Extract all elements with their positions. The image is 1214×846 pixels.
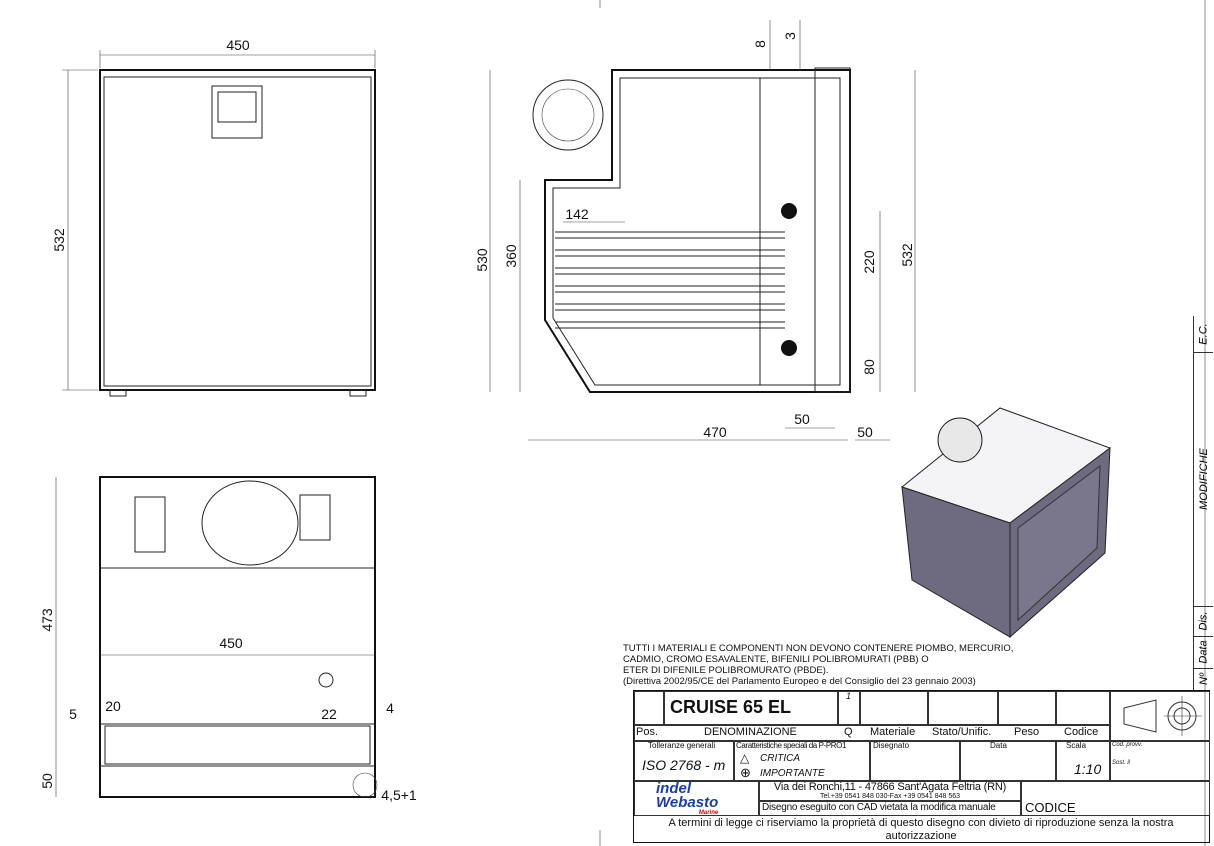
header-stato: Stato/Unific. — [932, 726, 992, 738]
dim-top-4: 4 — [386, 700, 394, 716]
rev-dis: Dis. — [1194, 606, 1213, 637]
rev-modifiche: MODIFICHE — [1194, 352, 1213, 607]
copyright-notice: A termini di legge ci riserviamo la prop… — [668, 817, 1174, 842]
cad-note: Disegno eseguito con CAD vietata la modi… — [762, 802, 996, 813]
tolleranze-label: Tolleranze generali — [648, 741, 716, 750]
isometric-view — [900, 407, 1112, 639]
front-view: 450 532 — [51, 37, 376, 397]
codice-label: CODICE — [1025, 800, 1076, 815]
dim-top-450: 450 — [219, 635, 243, 651]
dim-side-3: 3 — [782, 32, 798, 40]
revision-column: E.C. MODIFICHE Dis. Data Nº — [1193, 316, 1213, 690]
dim-side-80: 80 — [861, 359, 877, 375]
disegnato-label: Disegnato — [873, 741, 910, 750]
projection-symbol-icon — [1123, 696, 1202, 736]
header-pos: Pos. — [636, 726, 659, 738]
dim-side-532: 532 — [899, 243, 915, 267]
dim-top-20: 20 — [105, 698, 121, 714]
company-phone: Tel.+39 0541 848 030-Fax +39 0541 848 56… — [819, 793, 961, 800]
side-view: 8 3 142 360 530 220 532 80 470 50 50 — [474, 20, 916, 441]
dim-side-530: 530 — [474, 248, 490, 272]
dim-front-width: 450 — [226, 37, 250, 53]
dim-side-50a: 50 — [794, 411, 810, 427]
drawing-title: CRUISE 65 EL — [670, 697, 792, 717]
note-line: ETER DI DIFENILE POLIBROMURATO (PBDE). — [623, 665, 829, 676]
dim-side-220: 220 — [861, 250, 877, 274]
rev-ec: E.C. — [1194, 316, 1213, 353]
dim-top-473: 473 — [39, 608, 55, 632]
dim-top-5: 5 — [69, 706, 77, 722]
importante-label: IMPORTANTE — [760, 768, 825, 779]
header-denominazione: DENOMINAZIONE — [704, 726, 797, 738]
critica-label: CRITICA — [760, 753, 800, 764]
header-codice: Codice — [1064, 726, 1099, 738]
dim-side-470: 470 — [703, 424, 727, 440]
scala-value: 1:10 — [1074, 761, 1102, 777]
critica-icon: △ — [740, 751, 750, 765]
header-materiale: Materiale — [870, 726, 916, 738]
title-block: CRUISE 65 EL 1 Pos. DENOMINAZIONE Q Mate… — [633, 690, 1210, 843]
note-line: TUTTI I MATERIALI E COMPONENTI NON DEVON… — [623, 643, 1014, 654]
rev-data: Data — [1194, 636, 1213, 669]
note-line: (Direttiva 2002/95/CE del Parlamento Eur… — [623, 676, 976, 687]
company-address: Via dei Ronchi,11 - 47866 Sant'Agata Fel… — [773, 781, 1007, 793]
cod-prov-label: Cod. provv. — [1112, 742, 1143, 748]
dim-side-360: 360 — [503, 244, 519, 268]
caratteristiche-label: Caratteristiche speciali da P-PRO1 — [736, 741, 847, 750]
header-q: Q — [844, 726, 853, 738]
tolleranze-value: ISO 2768 - m — [642, 757, 726, 773]
material-notes: TUTTI I MATERIALI E COMPONENTI NON DEVON… — [623, 643, 1183, 687]
quantity: 1 — [846, 691, 852, 701]
dim-side-8: 8 — [752, 40, 768, 48]
importante-icon: ⊕ — [740, 765, 751, 780]
dim-side-142: 142 — [565, 206, 589, 222]
top-view: 473 450 20 5 22 4 50 4,5+1 — [39, 476, 417, 803]
dim-top-clearance: 4,5+1 — [381, 787, 417, 803]
data-label: Data — [990, 741, 1007, 750]
dim-top-50: 50 — [39, 773, 55, 789]
note-line: CADMIO, CROMO ESAVALENTE, BIFENILI POLIB… — [623, 654, 929, 665]
scala-label: Scala — [1066, 741, 1087, 750]
sost-label: Sost. il — [1112, 760, 1131, 766]
dim-front-height: 532 — [51, 228, 67, 252]
dim-side-50b: 50 — [857, 424, 873, 440]
rev-no: Nº — [1197, 673, 1210, 685]
dim-top-22: 22 — [321, 706, 337, 722]
header-peso: Peso — [1014, 726, 1040, 738]
